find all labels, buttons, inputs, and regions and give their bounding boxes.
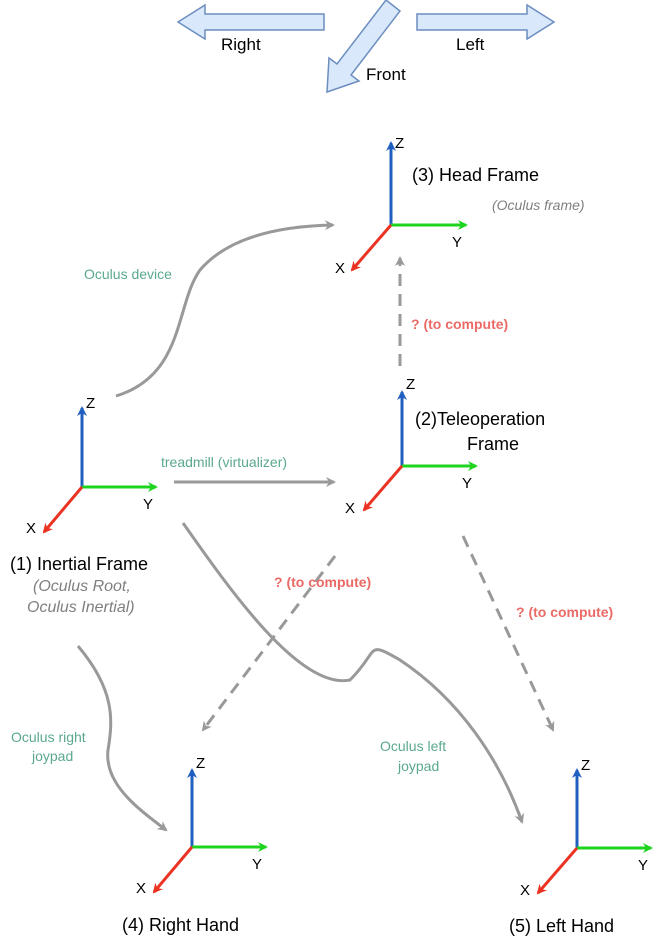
right-joypad-label-line2: joypad	[31, 748, 73, 764]
compute-label-left-hand: ? (to compute)	[516, 604, 613, 620]
teleop-to-left-hand-connector	[461, 535, 555, 732]
left-hand-x-label: X	[520, 882, 530, 899]
left-hand-x-axis	[536, 847, 579, 895]
head-frame-title: (3) Head Frame	[412, 165, 539, 185]
head-z-label: Z	[395, 135, 404, 152]
right-hand-title: (4) Right Hand	[122, 915, 239, 935]
teleoperation-frame: Z Y X (2)Teleoperation Frame	[345, 376, 545, 517]
right-hand-y-label: Y	[252, 856, 262, 873]
inertial-x-label: X	[26, 520, 36, 537]
left-direction-arrow	[416, 3, 556, 41]
left-hand-frame: Z Y X (5) Left Hand	[509, 757, 653, 936]
left-hand-y-label: Y	[638, 857, 648, 874]
compute-label-right-hand: ? (to compute)	[274, 574, 371, 590]
front-direction-label: Front	[366, 65, 406, 84]
right-hand-z-label: Z	[196, 755, 205, 772]
oculus-device-connector	[115, 220, 335, 398]
head-frame-subtitle: (Oculus frame)	[492, 197, 585, 213]
head-frame: Z Y X (3) Head Frame (Oculus frame)	[335, 135, 585, 277]
teleop-y-label: Y	[462, 475, 472, 492]
right-hand-frame: Z Y X (4) Right Hand	[122, 755, 268, 935]
right-hand-x-axis	[152, 846, 194, 894]
left-joypad-label-line1: Oculus left	[380, 738, 446, 754]
edge-labels: Oculus device treadmill (virtualizer) Oc…	[11, 266, 613, 774]
compute-label-head: ? (to compute)	[411, 316, 508, 332]
teleop-to-right-hand-connector	[201, 555, 337, 732]
treadmill-label: treadmill (virtualizer)	[161, 454, 287, 470]
left-direction-label: Left	[456, 35, 485, 54]
left-hand-title: (5) Left Hand	[509, 916, 614, 936]
inertial-frame-subtitle-line2: Oculus Inertial)	[27, 599, 135, 616]
inertial-frame-subtitle-line1: (Oculus Root,	[33, 578, 131, 595]
inertial-frame: Z Y X (1) Inertial Frame (Oculus Root, O…	[10, 395, 158, 616]
front-direction-arrow	[326, 0, 402, 94]
inertial-y-label: Y	[143, 496, 153, 513]
left-joypad-connector	[181, 522, 525, 824]
connectors	[76, 220, 525, 832]
teleop-z-label: Z	[406, 376, 415, 393]
oculus-device-label: Oculus device	[84, 266, 172, 282]
compute-connectors	[201, 256, 555, 732]
head-x-label: X	[335, 260, 345, 277]
inertial-z-label: Z	[86, 395, 95, 412]
right-joypad-label-line1: Oculus right	[11, 729, 86, 745]
direction-arrows: Right Left Front	[176, 0, 556, 94]
left-hand-z-label: Z	[581, 757, 590, 774]
head-y-label: Y	[452, 234, 462, 251]
head-x-axis	[350, 224, 393, 272]
right-hand-x-label: X	[136, 880, 146, 897]
right-joypad-connector	[76, 645, 168, 832]
teleop-frame-title-line1: (2)Teleoperation	[415, 409, 545, 429]
teleop-frame-title-line2: Frame	[467, 434, 519, 454]
teleop-x-axis	[362, 465, 404, 512]
left-joypad-label-line2: joypad	[397, 758, 439, 774]
right-direction-label: Right	[221, 35, 261, 54]
teleop-x-label: X	[345, 500, 355, 517]
inertial-frame-title: (1) Inertial Frame	[10, 554, 148, 574]
right-direction-arrow	[176, 3, 325, 41]
inertial-x-axis	[42, 486, 84, 534]
